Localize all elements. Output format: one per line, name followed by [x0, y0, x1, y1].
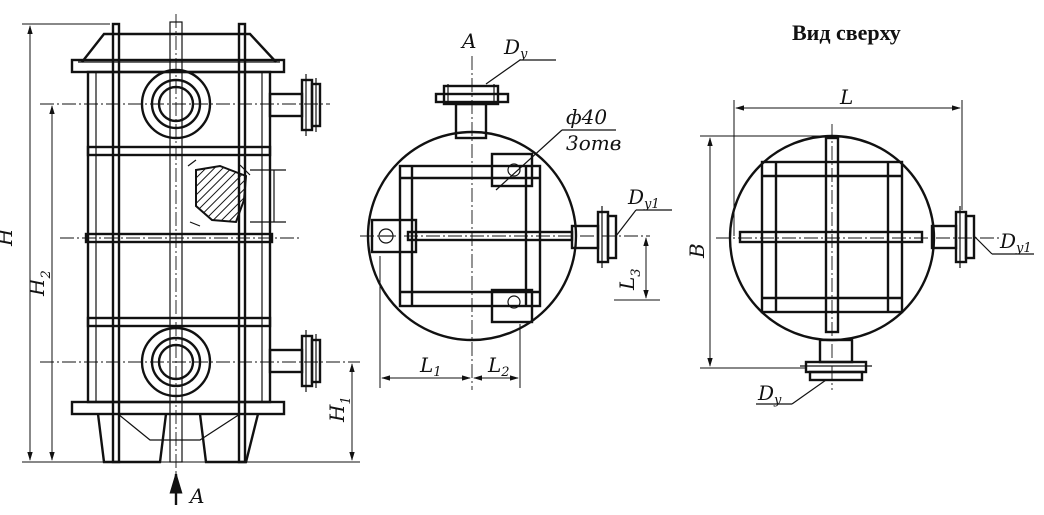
section-hatch — [195, 164, 248, 224]
view-title: Вид сверху — [792, 20, 901, 45]
label-L: L — [839, 85, 853, 109]
section-view-a: A — [360, 29, 672, 390]
label-section-A: A — [460, 29, 476, 53]
label-L3: L3 — [615, 268, 644, 291]
label-arrow-A: A — [188, 484, 204, 508]
label-Dy-top: Dy — [503, 35, 528, 62]
label-phi40: ф40 — [566, 105, 607, 129]
label-holes: 3отв — [566, 131, 621, 155]
label-B: B — [685, 243, 709, 259]
label-Dy-bottom: Dy — [757, 381, 782, 408]
front-view: H H2 H1 A — [0, 14, 360, 508]
label-H2: H2 — [25, 270, 54, 297]
label-Dy1-mid: Dy1 — [627, 185, 660, 212]
label-Dy1-right: Dy1 — [999, 229, 1032, 256]
top-view: Вид сверху L B — [685, 20, 1034, 408]
label-H1: H1 — [325, 396, 354, 423]
label-L2: L2 — [487, 353, 510, 380]
label-L1: L1 — [419, 353, 442, 380]
label-H: H — [0, 228, 17, 247]
